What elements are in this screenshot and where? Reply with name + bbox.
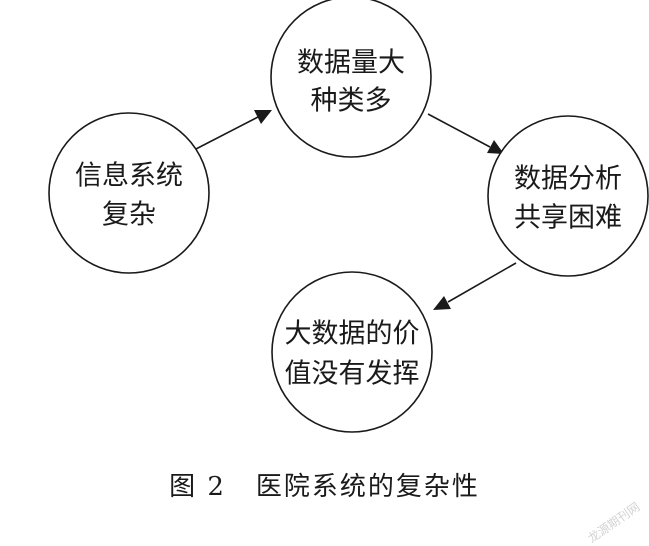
node-hard-sharing-line1: 数据分析	[514, 164, 622, 195]
node-large-data: 数据量大 种类多	[270, 0, 432, 158]
node-hard-sharing: 数据分析 共享困难	[487, 115, 649, 277]
node-large-data-line1: 数据量大	[297, 48, 405, 79]
node-complex-system: 信息系统 复杂	[48, 112, 210, 274]
arrow-head-3	[433, 296, 451, 310]
arrow-head-1	[254, 110, 272, 124]
edge-sharing-to-value	[433, 262, 517, 310]
edge-complex-to-large	[193, 110, 272, 151]
figure-label: 图 2	[169, 472, 226, 502]
node-complex-system-line2: 复杂	[102, 200, 156, 231]
node-value-unused-line2: 值没有发挥	[285, 359, 420, 390]
node-hard-sharing-line2: 共享困难	[514, 203, 622, 234]
node-complex-system-line1: 信息系统	[75, 161, 183, 192]
edge-large-to-sharing	[427, 113, 504, 154]
arrow-head-2	[487, 140, 504, 154]
node-value-unused-line1: 大数据的价	[285, 319, 420, 350]
node-large-data-line2: 种类多	[311, 86, 392, 117]
flow-diagram: 信息系统 复杂 数据量大 种类多 数据分析 共享困难 大数据的价 值没有发挥	[48, 0, 649, 433]
figure-caption: 图 2 医院系统的复杂性	[0, 466, 649, 503]
node-value-unused: 大数据的价 值没有发挥	[271, 271, 433, 433]
figure-title: 医院系统的复杂性	[255, 472, 480, 502]
